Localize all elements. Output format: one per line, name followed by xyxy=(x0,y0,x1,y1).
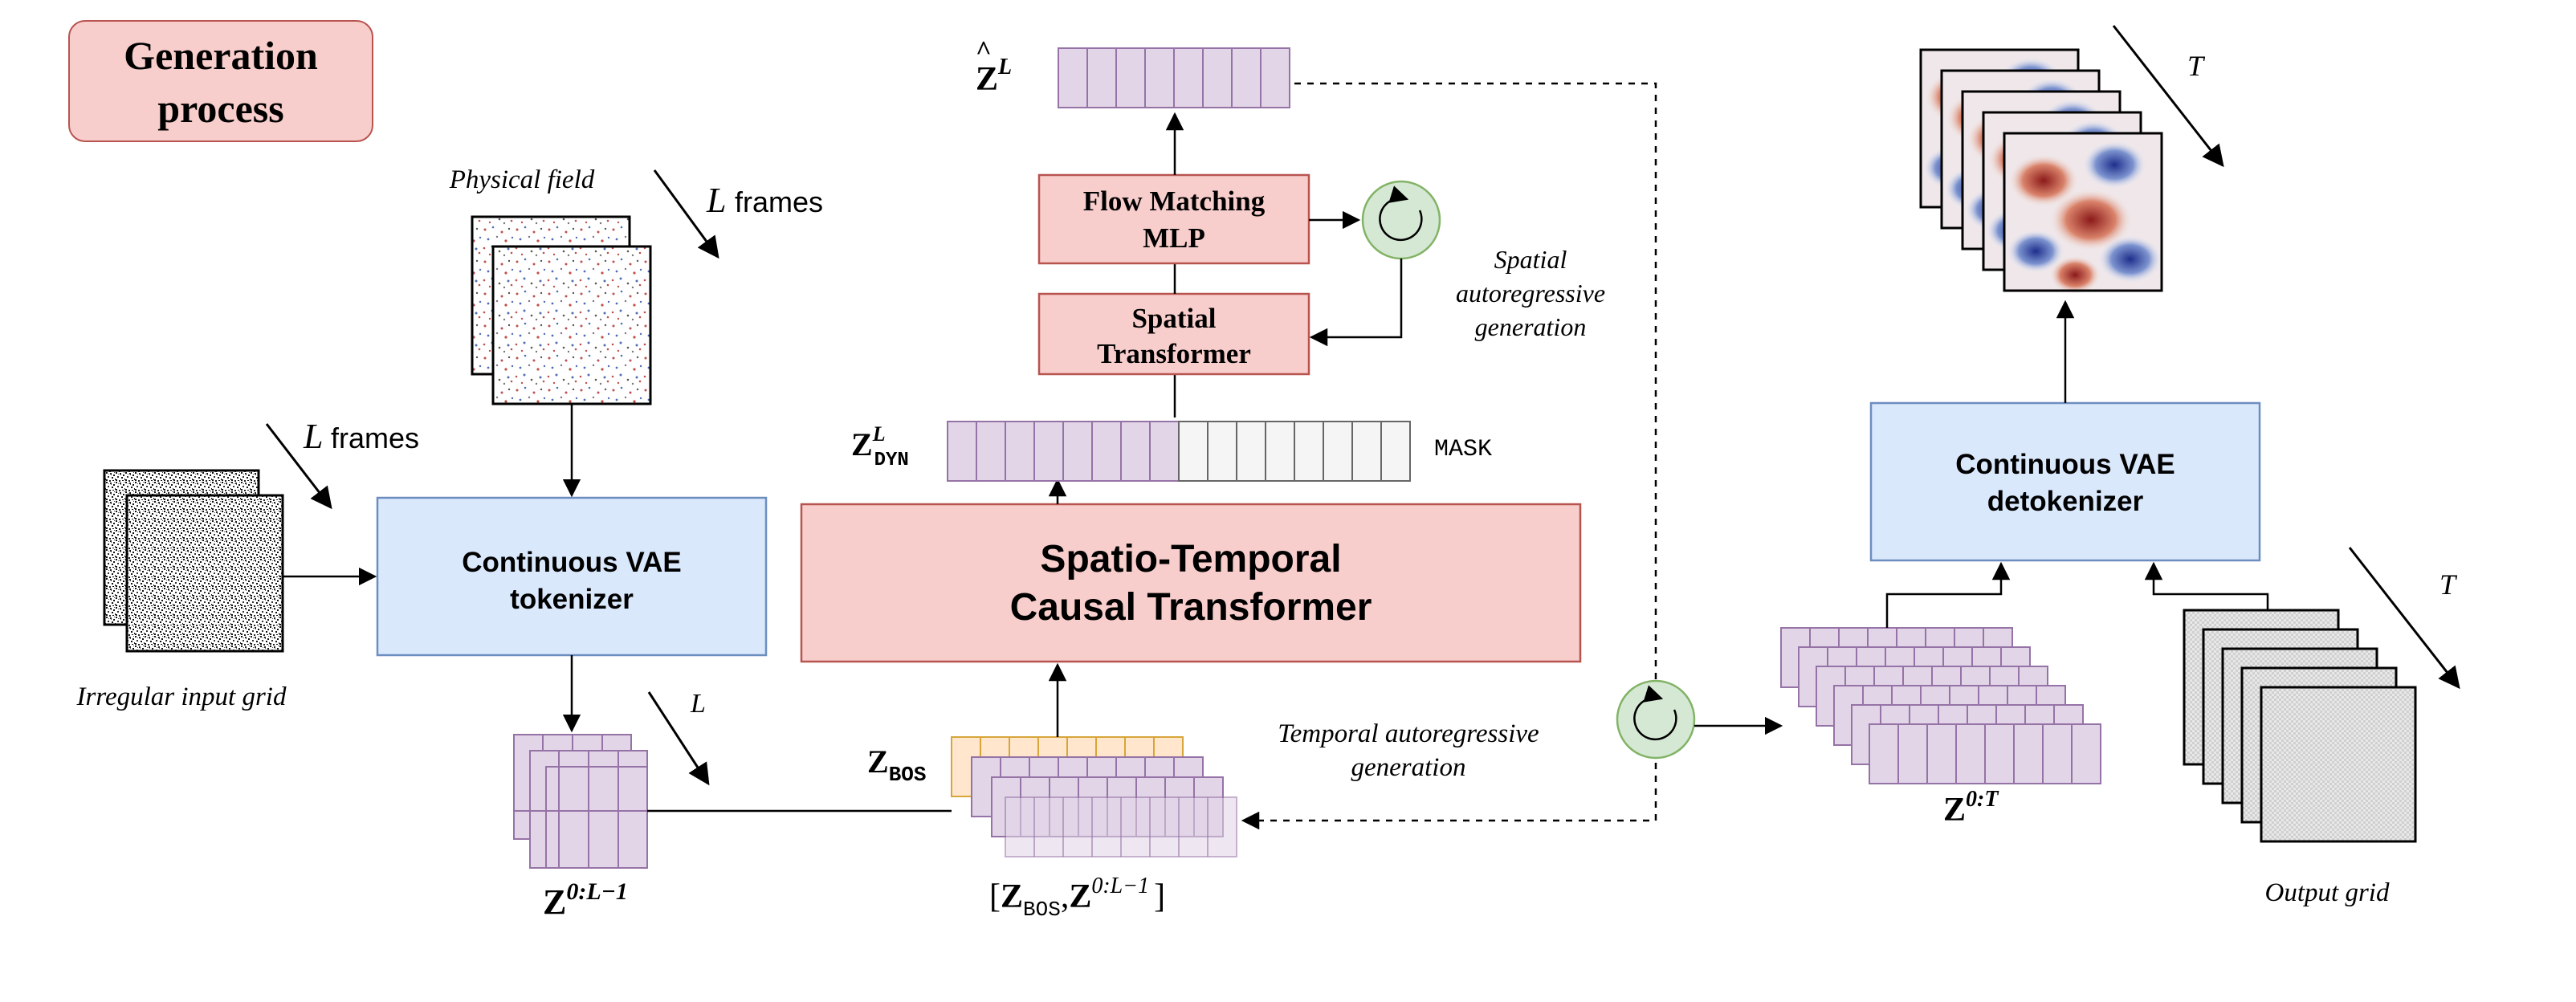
z-range-label: Z0:L−1 xyxy=(543,878,628,922)
l-frames-arrow-top xyxy=(653,169,719,259)
z-bos-label: ZBOS xyxy=(867,743,927,787)
vae-detokenizer-box: Continuous VAE detokenizer xyxy=(1869,401,2261,562)
irregular-input-images xyxy=(103,469,284,653)
flow-mlp-line-1: Flow Matching xyxy=(1083,185,1266,217)
l-frames-word-top: frames xyxy=(735,185,823,218)
st-transformer-line-1: Spatio-Temporal xyxy=(1040,538,1341,580)
vae-tokenizer-line-2: tokenizer xyxy=(510,584,634,615)
t-arrow-top xyxy=(2112,25,2224,168)
z-t-label: Z0:T xyxy=(1943,787,1999,829)
latent-stack-left xyxy=(513,734,648,869)
flow-mlp-box: Flow Matching MLP xyxy=(1037,173,1310,265)
temporal-loop-circle xyxy=(1616,679,1696,760)
temporal-ar-label-2: generation xyxy=(1351,753,1466,782)
vae-detokenizer-line-1: Continuous VAE xyxy=(1955,449,2175,480)
l-arrow-small xyxy=(647,691,710,786)
arrow-latents-to-detokenizer xyxy=(1885,561,2011,628)
irregular-input-label: Irregular input grid xyxy=(76,682,287,711)
st-transformer-line-2: Causal Transformer xyxy=(1010,586,1372,629)
arrow-grid-to-detokenizer xyxy=(2144,561,2269,610)
title-line-1: Generation xyxy=(124,33,318,78)
zhat-token-row xyxy=(1058,47,1290,108)
concat-stack xyxy=(951,736,1237,857)
output-grid-label: Output grid xyxy=(2265,878,2390,907)
physical-field-label: Physical field xyxy=(449,165,595,194)
spatial-ar-label-1: Spatial xyxy=(1494,245,1567,274)
z-hat-label: ZL xyxy=(976,55,1012,98)
st-transformer-box: Spatio-Temporal Causal Transformer xyxy=(800,503,1582,663)
generated-fields-stack xyxy=(1919,48,2163,294)
arrow-loop-to-spatial xyxy=(1309,259,1403,347)
spatial-transformer-box: Spatial Transformer xyxy=(1037,292,1310,376)
zdyn-token-row xyxy=(947,421,1411,482)
title-line-2: process xyxy=(157,86,283,131)
spatial-transformer-line-1: Spatial xyxy=(1131,303,1216,334)
spatial-transformer-line-2: Transformer xyxy=(1097,338,1251,369)
dashed-feedback-arrow xyxy=(1241,82,1657,830)
t-arrow-bottom xyxy=(2348,547,2460,690)
l-frames-l-top: L xyxy=(706,181,726,220)
z-hat-accent: ^ xyxy=(976,36,992,66)
l-frames-l-left: L xyxy=(303,417,323,456)
physical-field-images xyxy=(471,215,652,405)
temporal-ar-label-1: Temporal autoregressive xyxy=(1278,719,1539,748)
title-box: Generation process xyxy=(68,20,373,142)
spatial-loop-circle xyxy=(1361,180,1441,260)
t-label-bottom: T xyxy=(2439,568,2458,601)
l-small-label: L xyxy=(690,689,706,719)
output-latent-stack xyxy=(1780,627,2101,784)
l-frames-word-left: frames xyxy=(331,422,419,454)
t-label-top: T xyxy=(2187,50,2206,82)
l-frames-arrow-left xyxy=(265,423,332,510)
z-concat-label: [ZBOS,Z0:L−1] xyxy=(989,874,1165,922)
vae-tokenizer-line-1: Continuous VAE xyxy=(462,547,682,578)
vae-detokenizer-line-2: detokenizer xyxy=(1987,486,2144,517)
output-grid-stack xyxy=(2183,609,2417,843)
spatial-ar-label-3: generation xyxy=(1475,312,1587,341)
vae-tokenizer-box: Continuous VAE tokenizer xyxy=(376,496,768,657)
flow-mlp-line-2: MLP xyxy=(1143,222,1205,254)
mask-label: MASK xyxy=(1434,436,1492,463)
spatial-ar-label-2: autoregressive xyxy=(1456,279,1605,308)
